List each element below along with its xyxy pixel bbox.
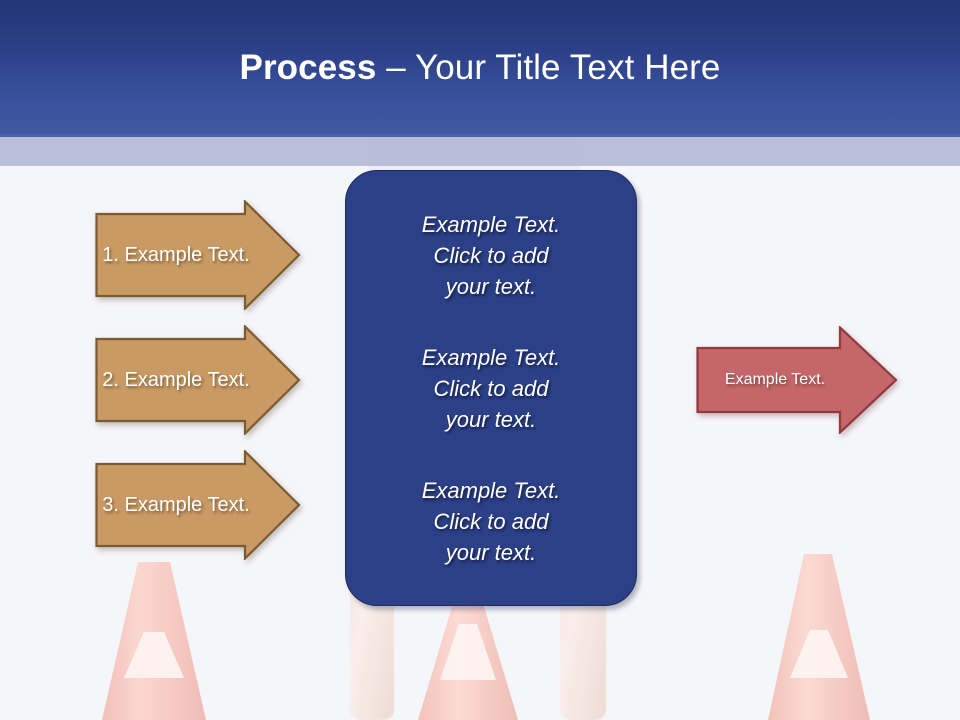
cone-shape-icon xyxy=(418,600,518,720)
center-text-block-2: Example Text. Click to add your text. xyxy=(373,342,609,435)
center-text-block-3-line-2: Click to add xyxy=(433,509,549,534)
cone-shape-icon xyxy=(102,562,206,720)
center-text-block-3: Example Text. Click to add your text. xyxy=(373,475,609,568)
process-outcome-arrow[interactable]: Example Text. xyxy=(696,326,898,434)
center-text-block-2-line-3: your text. xyxy=(445,407,537,432)
center-text-block-1-line-1: Example Text. xyxy=(421,212,561,237)
page-title-rest: – Your Title Text Here xyxy=(376,48,721,87)
center-text-block-2-line-1: Example Text. xyxy=(421,345,561,370)
center-text-block-2-line-2: Click to add xyxy=(433,376,549,401)
cone-shape-icon xyxy=(768,554,870,720)
process-step-arrow-2[interactable]: 2. Example Text. xyxy=(95,325,301,435)
arrow-right-icon xyxy=(95,200,301,310)
center-text-block-1: Example Text. Click to add your text. xyxy=(373,209,609,302)
page-title: Process – Your Title Text Here xyxy=(0,46,960,90)
page-title-bold: Process xyxy=(239,48,377,87)
center-text-block-1-line-2: Click to add xyxy=(433,243,549,268)
center-content-box[interactable]: Example Text. Click to add your text. Ex… xyxy=(345,170,637,606)
header-underbar xyxy=(0,137,960,166)
center-text-block-1-line-3: your text. xyxy=(445,274,537,299)
header-band xyxy=(0,0,960,134)
arrow-right-icon xyxy=(95,450,301,560)
arrow-right-icon xyxy=(696,326,898,434)
header-rule xyxy=(0,134,960,137)
center-text-block-3-line-3: your text. xyxy=(445,540,537,565)
process-step-arrow-1[interactable]: 1. Example Text. xyxy=(95,200,301,310)
center-text-block-3-line-1: Example Text. xyxy=(421,478,561,503)
background-cone-middle xyxy=(408,598,528,720)
background-cone-left xyxy=(88,560,220,720)
background-cone-right xyxy=(756,552,882,720)
process-step-arrow-3[interactable]: 3. Example Text. xyxy=(95,450,301,560)
arrow-right-icon xyxy=(95,325,301,435)
